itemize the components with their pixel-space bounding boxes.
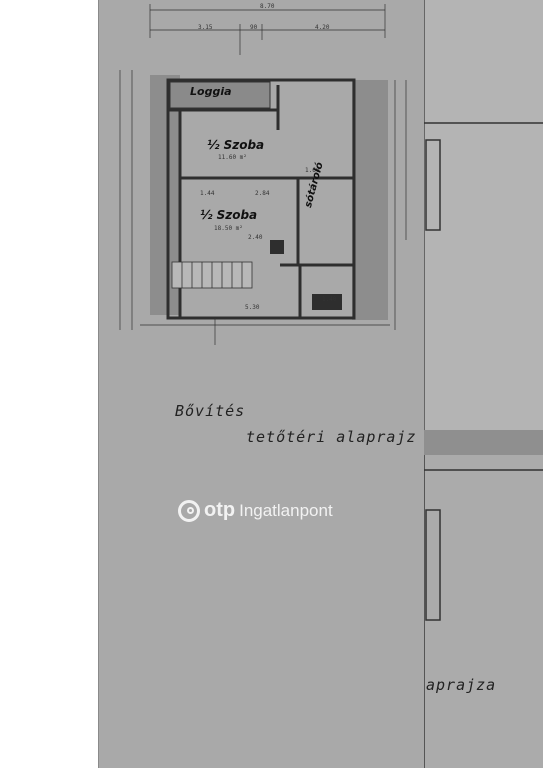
watermark-suffix: Ingatlanpont — [239, 500, 333, 520]
drawing-title-line2: tetőtéri alaprajz — [246, 428, 417, 446]
dim-e: 2.40 — [248, 234, 263, 241]
adjacent-sheet-bottom — [424, 455, 543, 768]
room2-area: 18.50 m² — [214, 225, 243, 232]
otp-watermark: otp Ingatlanpont — [178, 499, 333, 522]
drawing-title-line1: Bővítés — [175, 402, 246, 420]
bottom-dimension-lines — [140, 318, 390, 345]
dim-b: 2.84 — [255, 190, 270, 197]
loggia-area — [169, 81, 271, 109]
top-dim-1: 3.15 — [198, 24, 213, 31]
sheet-divider-strip — [424, 430, 543, 455]
dim-a: 1.44 — [200, 190, 215, 197]
watermark-brand: otp — [204, 499, 236, 521]
adjacent-drawing-lines — [424, 122, 543, 621]
top-dim-2: 90 — [250, 24, 258, 31]
adjacent-sheet-top — [424, 0, 543, 430]
dim-f: 1.40 — [322, 296, 337, 303]
walls — [166, 78, 356, 320]
room-label-loggia: Loggia — [190, 85, 232, 98]
room-label-room1: ½ Szoba — [207, 138, 265, 152]
otp-swirl-icon — [178, 499, 200, 522]
room1-area: 11.60 m² — [218, 154, 247, 161]
chimney — [270, 240, 342, 310]
top-dim-3: 4.20 — [315, 24, 330, 31]
stairs — [171, 261, 253, 289]
roof-hatch — [150, 75, 388, 320]
top-dimension-lines — [119, 4, 407, 330]
dim-d: 5.30 — [245, 304, 260, 311]
room-label-room2: ½ Szoba — [200, 208, 258, 222]
dim-c: 1.60 — [305, 167, 320, 174]
adjacent-drawing-title: aprajza — [426, 676, 497, 694]
overall-dimension: 8.70 — [260, 3, 275, 10]
